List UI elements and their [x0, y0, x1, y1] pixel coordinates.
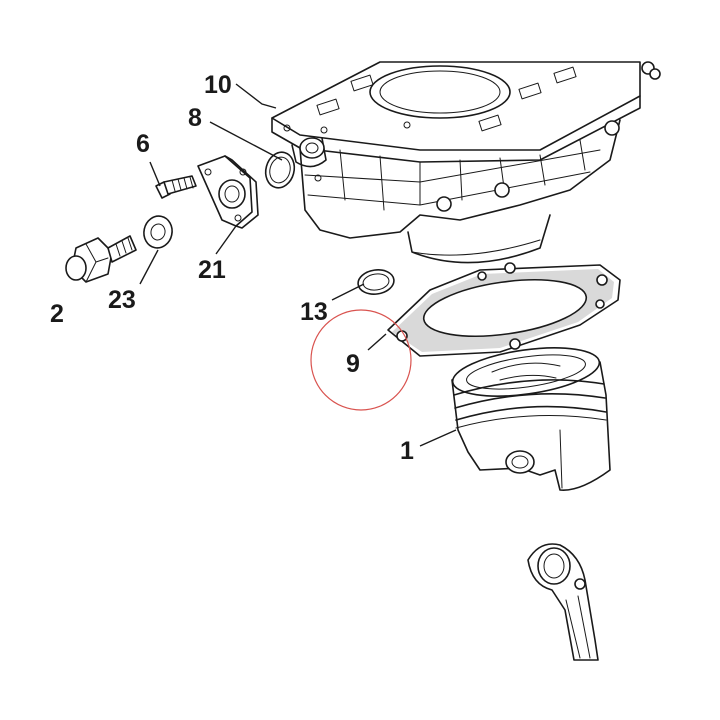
label-6: 6 [136, 130, 150, 158]
flange-plate-21 [197, 155, 259, 229]
connecting-rod [527, 543, 599, 661]
label-9: 9 [346, 350, 360, 378]
o-ring-8 [264, 151, 296, 189]
label-8: 8 [188, 104, 202, 132]
label-23: 23 [108, 286, 136, 314]
leader-lines [139, 83, 457, 447]
label-10: 10 [204, 71, 232, 99]
fitting-2 [65, 235, 137, 283]
label-13: 13 [300, 298, 328, 326]
highlight-circle [310, 309, 412, 411]
piston-1 [451, 347, 611, 491]
part-labels: 10 8 6 21 23 2 13 9 1 [50, 71, 414, 465]
base-gasket-9 [387, 262, 621, 357]
washer-23 [143, 215, 173, 249]
label-1: 1 [400, 437, 414, 465]
label-2: 2 [50, 300, 64, 328]
bolt-6 [155, 175, 197, 199]
cylinder-block [271, 61, 661, 264]
o-ring-13 [357, 269, 395, 295]
label-21: 21 [198, 256, 226, 284]
